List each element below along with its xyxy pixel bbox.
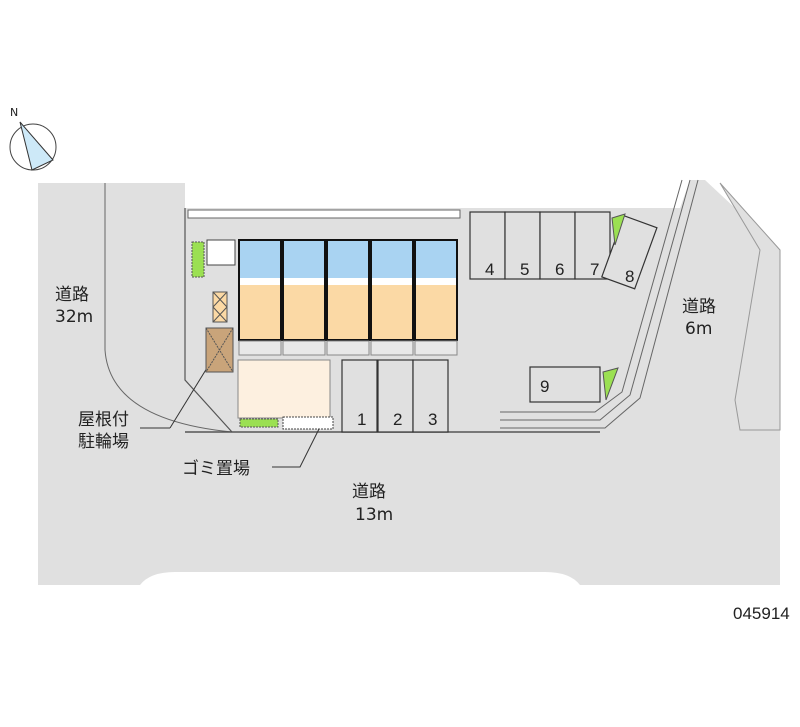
bottom-road-name: 道路 <box>352 482 386 502</box>
bike-parking-label-1: 屋根付 <box>78 410 129 430</box>
ac-unit-1 <box>212 291 228 323</box>
parking-space-6: 6 <box>539 211 576 280</box>
site-boundary <box>184 208 233 433</box>
unit-room <box>284 285 324 339</box>
parking-space-number: 6 <box>555 260 564 279</box>
unit-balcony <box>326 340 370 356</box>
green-right-top <box>611 213 626 246</box>
unit-balcony <box>238 340 282 356</box>
garbage-pointer <box>272 422 323 468</box>
parking-space-2: 2 <box>377 359 414 433</box>
right-road-width: 6m <box>685 319 712 339</box>
unit-balcony <box>282 340 326 356</box>
parking-space-9: 9 <box>529 366 601 403</box>
bike-shelter <box>237 359 331 419</box>
parking-space-number: 1 <box>357 410 366 429</box>
garbage-area <box>282 416 334 430</box>
compass-icon: N <box>9 106 57 171</box>
bike-parking-label-2: 駐輪場 <box>78 432 129 452</box>
parking-space-number: 2 <box>393 410 402 429</box>
unit-wet-area <box>416 241 456 278</box>
left-road-name: 道路 <box>55 285 89 305</box>
parking-space-number: 5 <box>520 260 529 279</box>
unit-room <box>372 285 412 339</box>
right-road-lines <box>500 179 699 429</box>
bottom-road-edge <box>140 572 580 585</box>
garbage-label: ゴミ置場 <box>182 458 250 479</box>
parking-space-1: 1 <box>341 359 378 433</box>
unit-wet-area <box>284 241 324 278</box>
green-left <box>191 241 205 278</box>
parking-space-3: 3 <box>412 359 449 433</box>
parking-space-number: 3 <box>428 410 437 429</box>
parking-space-number: 9 <box>540 377 549 396</box>
parking-space-5: 5 <box>504 211 541 280</box>
unit-wet-area <box>372 241 412 278</box>
right-white-strip <box>719 182 781 431</box>
unit-room <box>416 285 456 339</box>
unit-balcony <box>414 340 458 356</box>
unit-wet-area <box>240 241 280 278</box>
left-road-edge <box>104 183 233 433</box>
unit-balcony <box>370 340 414 356</box>
parking-space-7: 7 <box>574 211 611 280</box>
parking-spaces: 1 2 3 4 5 6 7 8 9 <box>341 211 658 433</box>
bike-parking-x <box>205 327 234 373</box>
unit-room <box>240 285 280 339</box>
parking-space-number: 7 <box>590 260 599 279</box>
green-right-bottom <box>602 367 619 401</box>
bottom-road-width: 13m <box>355 505 393 525</box>
left-road-width: 32m <box>55 307 93 327</box>
parking-space-number: 4 <box>485 260 494 279</box>
ac-unit-x <box>212 291 228 323</box>
parking-space-number: 8 <box>625 267 634 286</box>
parking-space-4: 4 <box>469 211 506 280</box>
stairs <box>206 239 236 266</box>
unit-room <box>328 285 368 339</box>
property-code: 045914 <box>733 604 790 623</box>
apartment-units <box>238 239 458 356</box>
unit-wet-area <box>328 241 368 278</box>
green-bottom <box>239 418 279 428</box>
compass-north-label: N <box>10 106 18 119</box>
building-corridor <box>187 209 461 219</box>
right-road-name: 道路 <box>682 297 716 317</box>
parking-space-8: 8 <box>601 215 658 290</box>
